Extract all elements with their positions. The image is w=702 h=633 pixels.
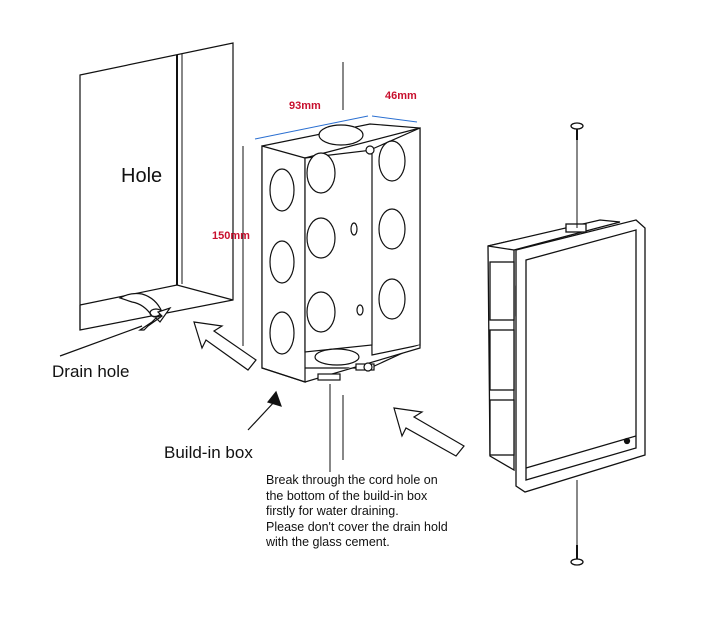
note-line-1: Break through the cord hole on	[266, 473, 438, 487]
drain-hole-label: Drain hole	[52, 362, 130, 381]
build-in-box-drawing	[261, 62, 421, 460]
drain-hole-arrow	[59, 306, 172, 357]
dimension-height: 150mm	[212, 230, 250, 242]
dimension-width: 93mm	[289, 100, 321, 112]
panel-device-drawing	[487, 122, 646, 566]
note-line-2: the bottom of the build-in box	[266, 488, 428, 503]
note-line-3: firstly for water draining.	[266, 504, 399, 518]
note-line-5: with the glass cement.	[266, 535, 390, 549]
build-in-box-label: Build-in box	[164, 443, 253, 462]
hole-label: Hole	[121, 165, 163, 187]
box-to-hole-arrow	[193, 321, 257, 371]
panel-to-box-arrow	[393, 407, 465, 457]
installation-note: Break through the cord hole on the botto…	[266, 473, 480, 551]
build-in-box-arrow	[247, 390, 282, 431]
dimension-lines	[242, 115, 418, 346]
wall-hole-drawing	[79, 42, 234, 331]
dimension-depth: 46mm	[385, 90, 417, 102]
note-line-4: Please don't cover the drain hold	[266, 519, 448, 534]
